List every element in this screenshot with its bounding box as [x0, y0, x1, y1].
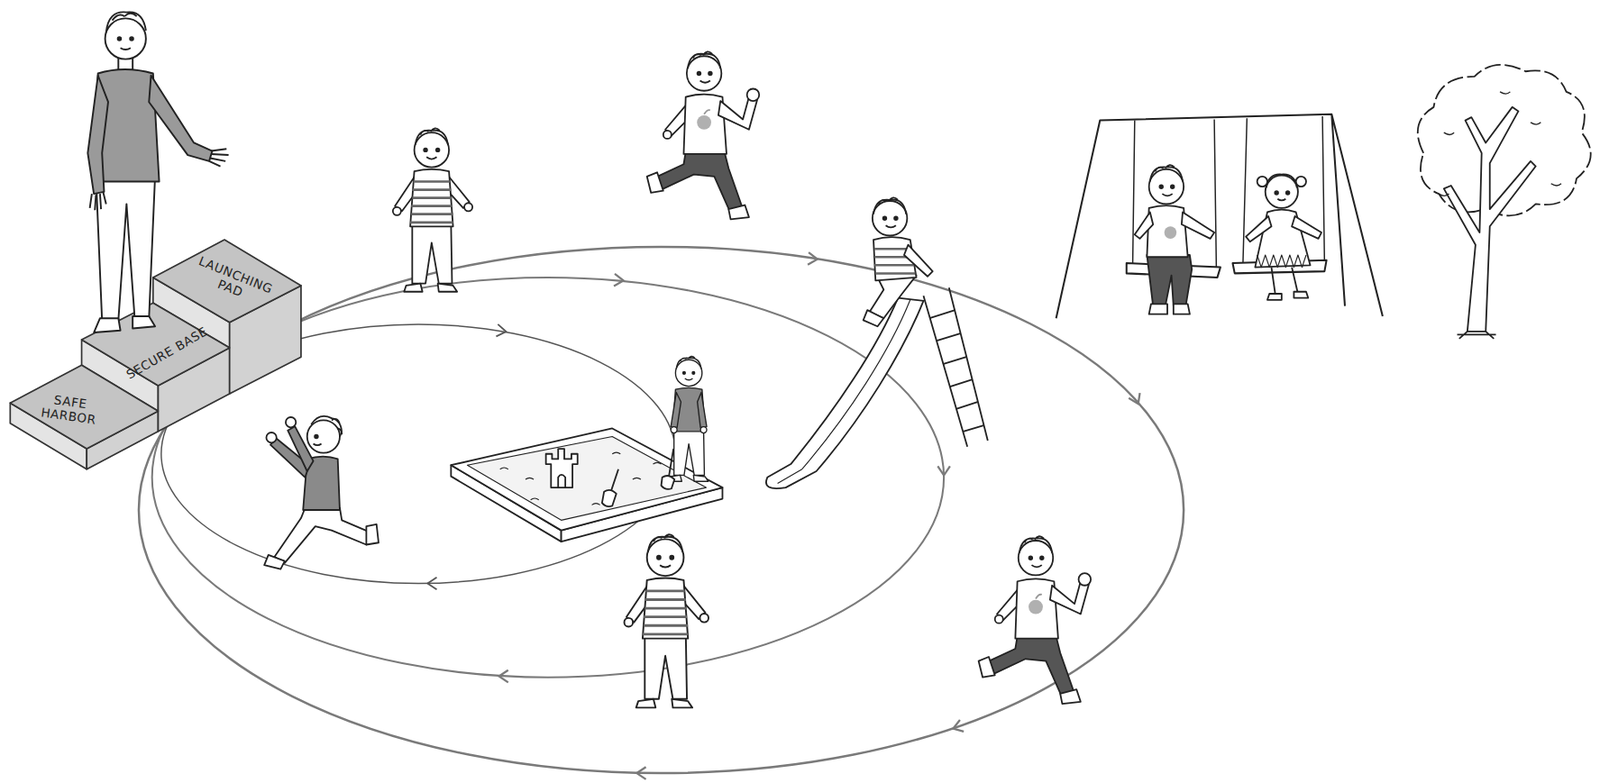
sand-texture — [500, 452, 662, 505]
child-returning — [264, 416, 379, 570]
girl-shoe — [1267, 293, 1282, 301]
caregiver-eye — [129, 36, 134, 41]
caregiver-neck — [118, 56, 133, 70]
child-eye — [894, 216, 898, 220]
orbit-path — [152, 277, 944, 678]
girl-eye — [1274, 191, 1279, 195]
orbit-arrow — [613, 274, 624, 287]
girl-hair — [1266, 173, 1298, 188]
girl-arm — [1245, 216, 1271, 242]
ladder-rungs — [929, 310, 984, 432]
orbit-arrow — [937, 466, 951, 476]
girl-dress — [1254, 210, 1310, 268]
girl-shoe — [1293, 292, 1308, 299]
orbit-arrow — [807, 252, 818, 266]
child-eye — [883, 216, 887, 220]
caregiver-head — [105, 18, 147, 59]
step-top — [153, 239, 302, 323]
child-pants — [1146, 255, 1192, 307]
child-on-swing — [1134, 164, 1215, 315]
girl-head — [1265, 175, 1299, 209]
shovel-blade — [602, 490, 617, 507]
girl-arm — [1291, 216, 1322, 239]
child-shirt — [1146, 205, 1188, 257]
orbit-arrow — [499, 670, 509, 684]
caregiver-figure — [87, 11, 229, 333]
caregiver-sweater — [93, 69, 159, 183]
sand-castle — [546, 448, 578, 488]
child-standing — [624, 534, 709, 708]
child-eye — [1170, 184, 1175, 189]
orbit-arrow — [1128, 393, 1144, 407]
caregiver-shoe — [93, 318, 120, 333]
child-smile — [886, 225, 896, 228]
caregiver-pants — [95, 175, 156, 321]
leaf-marks — [1438, 91, 1562, 196]
shovel-handle — [667, 448, 674, 480]
sand — [466, 437, 706, 522]
child-shoe — [1173, 303, 1190, 314]
step-outline — [82, 302, 230, 386]
circle-paths — [138, 246, 1184, 780]
child-arm — [1134, 211, 1153, 238]
orbit-arrow — [495, 324, 507, 339]
girl-on-swing — [1245, 173, 1322, 300]
caregiver-eye — [118, 36, 122, 41]
girl-eye — [1286, 191, 1290, 195]
shovel-blade — [661, 475, 676, 490]
child-running — [978, 536, 1092, 704]
swing-set — [1056, 114, 1383, 319]
orbit-arrow — [636, 767, 646, 780]
dress-frill — [1257, 255, 1307, 268]
child-head — [1149, 169, 1184, 204]
child-shoe — [863, 310, 885, 327]
step-top — [82, 302, 230, 386]
child-digging — [667, 356, 709, 483]
slide-chute — [766, 298, 924, 490]
child-arm — [904, 245, 933, 277]
child-shoe — [1149, 303, 1168, 314]
caregiver-hand — [90, 192, 107, 211]
ladder-rails — [923, 287, 988, 448]
child-eye — [1159, 184, 1163, 189]
caregiver-hair — [106, 11, 147, 33]
caregiver-hand — [209, 148, 229, 166]
caregiver-shoe — [132, 316, 156, 330]
tree-trunk — [1444, 107, 1536, 332]
tree-roots — [1457, 331, 1497, 339]
girl-pigtail — [1296, 176, 1307, 187]
caregiver-arm — [87, 75, 109, 194]
girl-pigtail — [1257, 176, 1268, 187]
caregiver-smile — [120, 47, 131, 50]
caregiver-arm — [148, 75, 212, 162]
orbit-path — [138, 246, 1184, 774]
child-arm — [1181, 211, 1215, 238]
girl-smile — [1277, 199, 1286, 202]
child-head — [872, 201, 907, 236]
child-hair — [873, 197, 906, 214]
tree — [1417, 64, 1591, 339]
apple-print — [1164, 226, 1178, 239]
child-hair — [1150, 164, 1183, 182]
castle-door — [557, 475, 566, 488]
child-running — [647, 51, 760, 220]
slide — [766, 287, 988, 489]
orbit-arrow — [427, 577, 437, 591]
step-node: LAUNCHING PAD — [153, 239, 302, 323]
swing-frame — [1056, 114, 1383, 319]
child-on-slide — [863, 197, 933, 327]
orbit-arrow — [950, 720, 964, 735]
swing-rope — [1133, 116, 1326, 268]
step-node: SECURE BASE — [82, 302, 230, 386]
child-standing — [393, 128, 473, 292]
slide-rail — [777, 300, 911, 485]
child-smile — [1161, 193, 1172, 196]
